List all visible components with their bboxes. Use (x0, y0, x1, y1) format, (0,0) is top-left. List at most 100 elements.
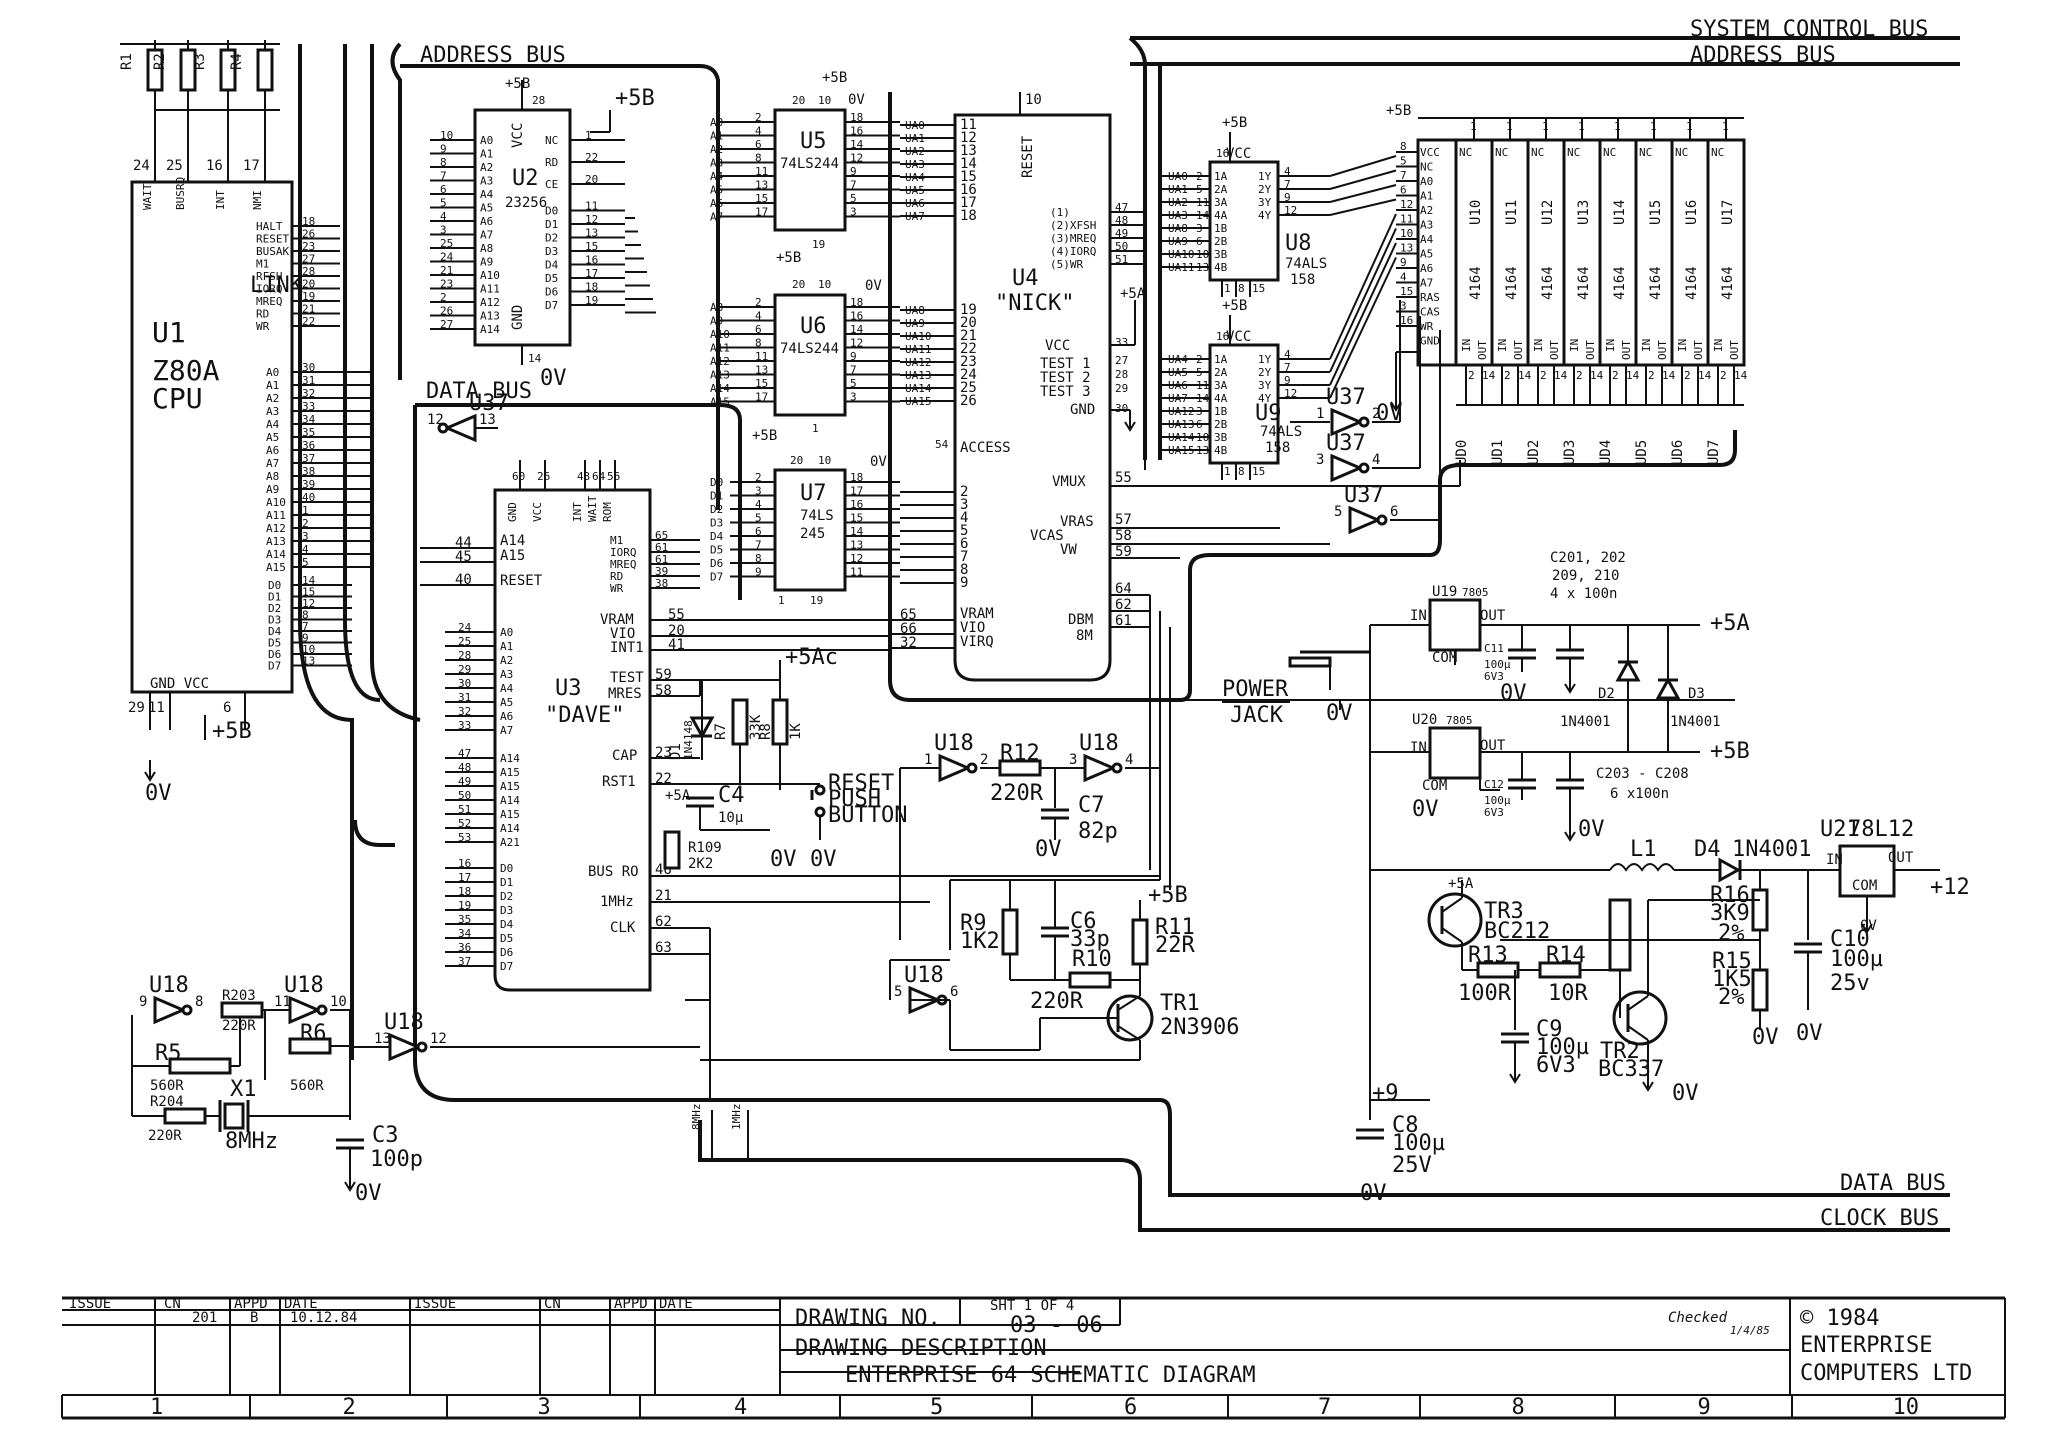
crystal-x1 (223, 1102, 245, 1130)
u6-top-num: 20 (792, 278, 805, 291)
component-label: POWER (1222, 677, 1289, 702)
ram-out: OUT (1584, 340, 1597, 360)
u1-data-pin-name: D0 (268, 579, 281, 592)
component-label: 220R (148, 1128, 182, 1144)
rail-label: +5B (1710, 739, 1750, 764)
u7-top-num: 20 (790, 454, 803, 467)
u4-ua-num: 15 (960, 169, 977, 185)
u7-out-num: 11 (850, 566, 863, 579)
inverter-gate (1348, 505, 1388, 535)
u3-data-name: D1 (500, 876, 513, 889)
u6-in-num: 13 (755, 364, 768, 377)
u8-pin-name: 3A (1214, 196, 1228, 209)
resistor-r203 (220, 1001, 264, 1019)
component-label: IN (1826, 852, 1843, 868)
ram-part: 4164 (1648, 266, 1664, 300)
inverter-body (938, 753, 972, 783)
u9-pin-num: 5 (1196, 366, 1203, 379)
ram-ref: U17 (1720, 200, 1736, 225)
address-bus-label: ADDRESS BUS (420, 43, 566, 68)
u6-in-num: 8 (755, 337, 762, 350)
u8-pin-name: 4B (1214, 261, 1228, 274)
u3-clk: CLK (610, 920, 636, 936)
u8-bottom-num: 15 (1252, 282, 1265, 295)
u3-addr2-name: A15 (500, 766, 520, 779)
drawing-no-label: DRAWING NO. (795, 1306, 941, 1331)
rail-label: 0V (1326, 701, 1353, 726)
component-label: D4 (1694, 837, 1721, 862)
plus5b-label: +5B (1222, 115, 1247, 131)
inverter-pin: 6 (1390, 504, 1398, 520)
inverter-pin: 3 (1316, 452, 1324, 468)
u3-addr2-name: A14 (500, 822, 520, 835)
u1-data-pin-num: 9 (302, 632, 309, 645)
u2-right-pin-num: 16 (585, 254, 598, 267)
u6-part: 74LS244 (780, 341, 839, 357)
u4-ctrl-num: 51 (1115, 253, 1128, 266)
inverter-bubble (1358, 462, 1370, 474)
inverter-ref: U18 (934, 731, 974, 756)
ram-nc-label: NC (1675, 146, 1688, 159)
u3-pin-num: 62 (655, 914, 672, 930)
u5-out-num: 12 (850, 152, 863, 165)
u5-in-name: A6 (710, 197, 723, 210)
title-block-header: CN (164, 1296, 181, 1312)
component-label: R14 (1546, 943, 1586, 968)
u6-in-name: A9 (710, 315, 723, 328)
ram-pin-name: A7 (1420, 277, 1433, 290)
ram-nc-label: NC (1459, 146, 1472, 159)
inverter-body (288, 995, 322, 1025)
u6-out-num: 7 (850, 364, 857, 377)
u2-left-pin-num: 8 (440, 156, 447, 169)
u1-bottom-pin-num: 6 (223, 700, 231, 716)
inverter-gate (1330, 407, 1370, 437)
transistor-lead (1627, 995, 1649, 1011)
wire (1329, 198, 1397, 216)
ram-pin-one: 1 (1506, 120, 1513, 133)
u1-bottom-label: GND VCC (150, 676, 209, 692)
title-block-column-number: 6 (1124, 1395, 1137, 1420)
u1-control-pin-num: 19 (302, 290, 315, 303)
ram-chip-body (1526, 138, 1566, 367)
component-label: TR1 (1160, 991, 1200, 1016)
u5-top-num: 20 (792, 94, 805, 107)
plus5b-label: +5B (822, 70, 847, 86)
component-label: R7 (713, 723, 729, 740)
diode-d4 (1718, 857, 1742, 883)
u5-in-name: A2 (710, 143, 723, 156)
u1-addr-pin-num: 38 (302, 465, 315, 478)
u3-addr2-num: 53 (458, 831, 471, 844)
u9-out-num: 9 (1284, 374, 1291, 387)
u2-left-pin-name: A7 (480, 229, 493, 242)
u8-out-num: 4 (1284, 165, 1291, 178)
component-label: 2K2 (688, 856, 713, 872)
u3-addr2-num: 52 (458, 817, 471, 830)
u8-pin-num: 2 (1196, 170, 1203, 183)
u3-data-name: D7 (500, 960, 513, 973)
u3-pins: GND60VCC26INT43WAIT64ROM56444540A024A125… (420, 427, 1160, 1100)
u3-addr2-num: 51 (458, 803, 471, 816)
regulator-u19 (1428, 598, 1482, 652)
u1-addr-pin-name: A1 (266, 379, 279, 392)
component-label: 100µ (1536, 1035, 1589, 1060)
component-label: 3K9 (1710, 901, 1750, 926)
u7-out-num: 17 (850, 485, 863, 498)
plus5b-label: +5B (615, 86, 655, 111)
clock-1mhz-label: 1MHz (730, 1104, 743, 1131)
u1-data-pin-name: D6 (268, 648, 281, 661)
inverter-pin: 2 (980, 752, 988, 768)
inverter-gate (153, 995, 193, 1025)
u2-left-pin-num: 23 (440, 278, 453, 291)
title-block-header: APPD (614, 1296, 648, 1312)
u9-out-name: 2Y (1258, 366, 1272, 379)
component-label: 220R (1030, 989, 1084, 1014)
u2-left-pin-num: 25 (440, 237, 453, 250)
u3-addr-num: 33 (458, 719, 471, 732)
inverter-pin: 2 (1372, 406, 1380, 422)
ram-part: 4164 (1612, 266, 1628, 300)
u4-name: "NICK" (995, 291, 1074, 316)
transistor-lead (1117, 995, 1141, 1011)
ram-data-label: UD1 (1490, 440, 1506, 465)
ground-arrow (1642, 1081, 1654, 1092)
